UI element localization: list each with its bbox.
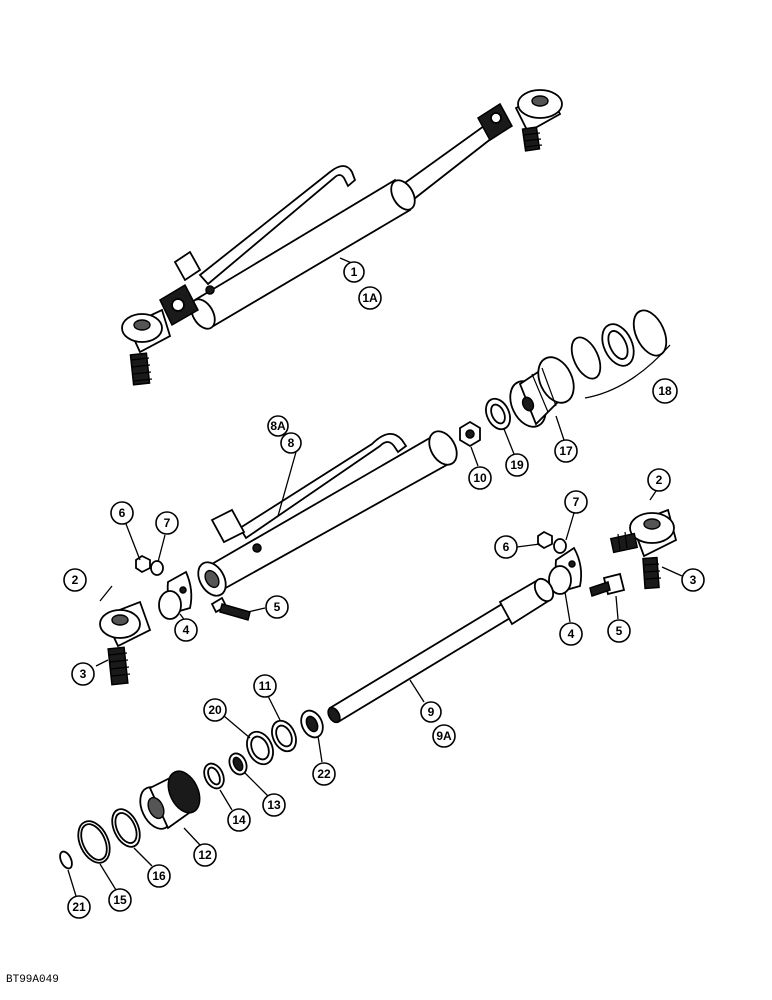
wiper-13	[228, 752, 248, 776]
lock-washer-right	[553, 538, 567, 554]
ring-14	[203, 762, 225, 790]
callout-18: 18	[652, 378, 678, 404]
svg-text:16: 16	[152, 869, 166, 883]
gland-12	[139, 770, 201, 830]
ring-16	[111, 808, 141, 848]
hex-nut-right	[537, 530, 553, 550]
bolt-right	[589, 572, 626, 597]
svg-text:9: 9	[428, 705, 435, 719]
svg-text:1A: 1A	[362, 291, 378, 305]
piston-seals	[570, 309, 671, 399]
callout-8: 8	[280, 432, 302, 454]
svg-text:15: 15	[113, 893, 127, 907]
callout-11: 11	[253, 674, 277, 698]
svg-text:8: 8	[288, 436, 295, 450]
svg-text:5: 5	[274, 600, 281, 614]
svg-text:5: 5	[616, 624, 623, 638]
svg-text:6: 6	[119, 506, 126, 520]
callout-16: 16	[147, 864, 171, 888]
svg-text:9A: 9A	[436, 729, 452, 743]
ring-20	[246, 730, 274, 766]
callout-9: 9	[420, 701, 442, 723]
svg-text:8A: 8A	[270, 419, 286, 433]
callout-17: 17	[554, 439, 578, 463]
lock-washer	[485, 397, 511, 431]
svg-text:6: 6	[503, 540, 510, 554]
bolt-left	[210, 596, 251, 621]
callout-12: 12	[193, 843, 217, 867]
oring-15	[77, 820, 111, 864]
lock-washer-left	[150, 560, 164, 576]
piston-rod	[327, 577, 555, 724]
callout-13: 13	[262, 793, 286, 817]
hex-nut-left	[135, 554, 151, 574]
tie-rod-end-top-right	[514, 89, 563, 152]
svg-text:13: 13	[267, 798, 281, 812]
piston-nut	[459, 420, 481, 448]
svg-text:21: 21	[72, 900, 86, 914]
svg-text:2: 2	[656, 473, 663, 487]
callout-19: 19	[505, 453, 529, 477]
assembled-cylinder	[121, 89, 563, 386]
svg-text:7: 7	[573, 495, 580, 509]
callout-1A: 1A	[358, 286, 382, 310]
svg-text:22: 22	[317, 767, 331, 781]
svg-text:11: 11	[259, 679, 272, 693]
callout-3-right: 3	[681, 568, 705, 592]
figure-code: BT99A049	[6, 974, 59, 986]
callout-14: 14	[227, 808, 251, 832]
svg-text:7: 7	[164, 516, 171, 530]
svg-text:17: 17	[559, 444, 573, 458]
callout-7-left: 7	[155, 511, 179, 535]
svg-text:14: 14	[232, 813, 246, 827]
callout-15: 15	[108, 888, 132, 912]
svg-text:4: 4	[183, 623, 190, 637]
callout-8A: 8A	[267, 415, 289, 437]
callout-2-left: 2	[63, 568, 87, 592]
callout-5-right: 5	[607, 619, 631, 643]
tie-rod-end-lower-left	[99, 600, 152, 686]
seal-11	[271, 719, 297, 753]
clamp-left	[158, 570, 193, 620]
callout-4-right: 4	[559, 622, 583, 646]
wear-ring-22	[300, 709, 324, 739]
callout-21: 21	[67, 895, 91, 919]
cylinder-barrel	[197, 430, 458, 597]
tie-rod-end-right	[609, 508, 678, 590]
piston	[509, 356, 575, 428]
callout-6-left: 6	[110, 501, 134, 525]
svg-text:3: 3	[690, 573, 697, 587]
callout-2-right: 2	[647, 468, 671, 492]
svg-text:10: 10	[473, 471, 487, 485]
callout-1: 1	[343, 261, 365, 283]
oring-21	[59, 850, 73, 870]
callout-9A: 9A	[432, 724, 456, 748]
tie-rod-end-top-left	[121, 308, 172, 386]
callout-3-left: 3	[71, 662, 95, 686]
svg-text:20: 20	[208, 703, 222, 717]
callout-7-right: 7	[564, 490, 588, 514]
callout-4-left: 4	[174, 618, 198, 642]
callout-10: 10	[468, 466, 492, 490]
callout-22: 22	[312, 762, 336, 786]
clamp-right	[548, 546, 583, 595]
svg-text:3: 3	[80, 667, 87, 681]
svg-text:12: 12	[198, 848, 212, 862]
callout-20: 20	[203, 698, 227, 722]
callout-6-right: 6	[494, 535, 518, 559]
svg-text:2: 2	[72, 573, 79, 587]
svg-text:1: 1	[351, 265, 358, 279]
svg-text:18: 18	[658, 384, 672, 398]
callout-5-left: 5	[265, 595, 289, 619]
svg-text:19: 19	[510, 458, 524, 472]
svg-text:4: 4	[568, 627, 575, 641]
leader-lines	[67, 257, 683, 897]
